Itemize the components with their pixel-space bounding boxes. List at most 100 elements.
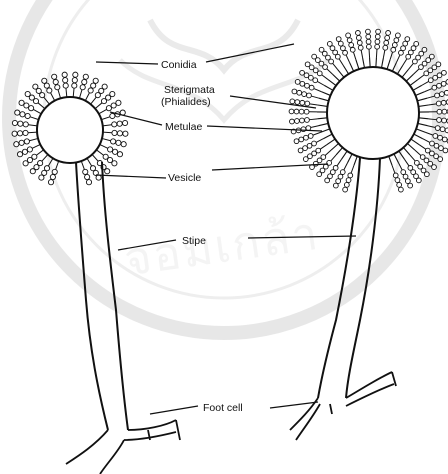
metula [416, 129, 425, 132]
conidium [27, 147, 32, 152]
conidium [432, 165, 437, 170]
conidium [111, 103, 116, 108]
conidium [299, 137, 304, 142]
phialide [316, 139, 323, 143]
phialide [66, 88, 67, 97]
conidium [434, 143, 439, 148]
metula [356, 60, 359, 70]
metula [419, 105, 429, 106]
conidium [112, 161, 117, 166]
right-vesicle [327, 67, 419, 159]
conidium [42, 78, 47, 83]
conidium [29, 106, 34, 111]
phialide [56, 161, 59, 169]
metula [336, 148, 343, 156]
metula [319, 98, 329, 101]
conidium [72, 83, 77, 88]
metula [389, 156, 392, 165]
phialide [81, 161, 84, 169]
conidium [401, 170, 406, 175]
metula [418, 123, 428, 125]
conidium [17, 131, 22, 136]
conidium [336, 37, 341, 42]
metula [413, 85, 422, 90]
conidium [14, 142, 19, 147]
conidium [111, 139, 116, 144]
conidium [441, 81, 446, 86]
conidium [110, 91, 115, 96]
phialide [100, 144, 108, 148]
conidium [30, 169, 35, 174]
conidium [39, 175, 44, 180]
conidium [47, 88, 52, 93]
conidium [401, 46, 406, 51]
metula [354, 156, 357, 165]
conidium [105, 169, 110, 174]
conidium [444, 90, 448, 95]
metula [347, 154, 352, 163]
conidium [298, 148, 303, 153]
conidium [292, 89, 297, 94]
conidium [436, 101, 441, 106]
conidium [93, 78, 98, 83]
conidium [366, 34, 371, 39]
metula [317, 118, 327, 119]
conidium [398, 187, 403, 192]
metula [324, 85, 333, 90]
conidium [33, 84, 38, 89]
conidium [438, 135, 443, 140]
phialide [408, 63, 413, 69]
conidium [347, 38, 352, 43]
conidium [53, 79, 58, 84]
label-sterigmata: Sterigmata [164, 84, 215, 96]
conidium [303, 157, 308, 162]
conidium [305, 83, 310, 88]
conidium [112, 122, 117, 127]
phialide [325, 150, 331, 155]
conidium [317, 172, 322, 177]
phialide [79, 90, 82, 99]
metula [370, 57, 371, 67]
left-foot-cell [66, 420, 180, 474]
conidium [442, 137, 447, 142]
phialide [92, 154, 98, 161]
metula [419, 118, 429, 119]
conidium [376, 29, 381, 34]
phialide [327, 69, 333, 75]
phialide [311, 126, 319, 128]
conidium [24, 139, 29, 144]
metula [416, 92, 425, 96]
conidium [375, 44, 380, 49]
metula [402, 70, 408, 78]
conidium [22, 149, 27, 154]
conidium [346, 33, 351, 38]
conidium [416, 178, 421, 183]
label-metulae: Metulae [165, 121, 203, 133]
conidium [304, 109, 309, 114]
conidium [436, 62, 441, 67]
conidium [391, 47, 396, 52]
phialide [339, 59, 343, 66]
conidium [82, 79, 87, 84]
conidium [375, 34, 380, 39]
conidium [23, 161, 28, 166]
conidium [440, 127, 445, 132]
conidium [110, 113, 115, 118]
conidium [88, 88, 93, 93]
conidium [340, 170, 345, 175]
metula [333, 74, 340, 81]
phialide [310, 104, 318, 105]
conidium [72, 78, 77, 83]
conidium [441, 100, 446, 105]
conidium [294, 139, 299, 144]
conidium [343, 50, 348, 55]
conidium [63, 78, 68, 83]
metula [331, 144, 338, 151]
conidium [429, 54, 434, 59]
conidium [123, 131, 128, 136]
left-vesicle [37, 97, 103, 163]
conidium [338, 41, 343, 46]
conidium [439, 146, 444, 151]
conidium [346, 178, 351, 183]
